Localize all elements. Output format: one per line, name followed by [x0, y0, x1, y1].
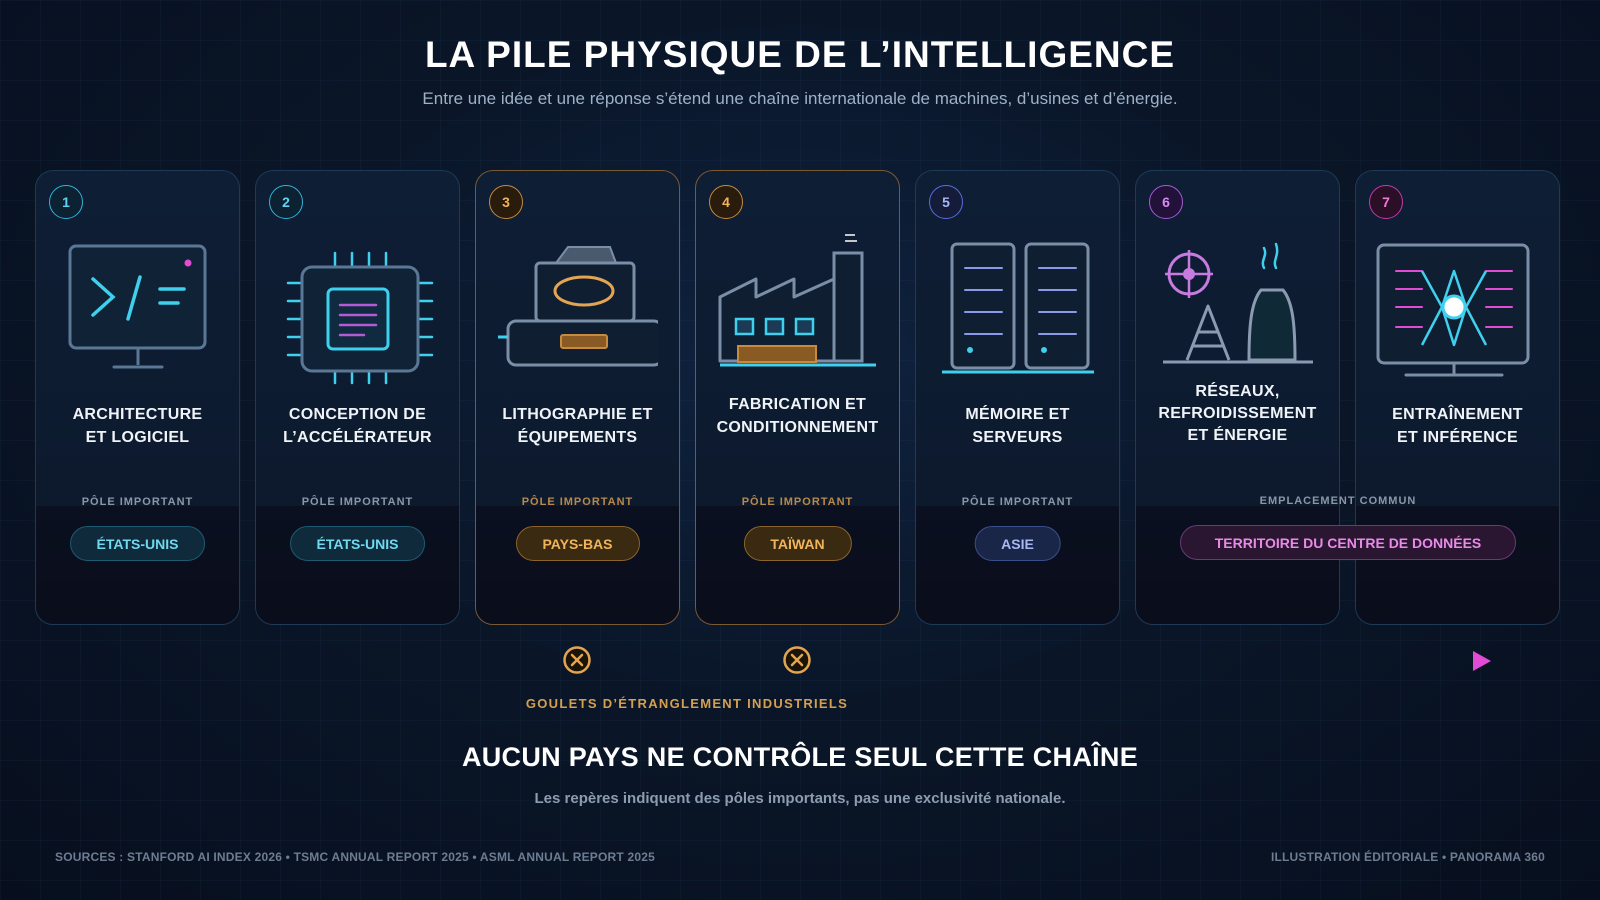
neural-monitor-icon	[1376, 243, 1530, 377]
pole-pill-datacenter-territory: TERRITOIRE DU CENTRE DE DONNÉES	[1180, 525, 1516, 560]
conclusion-headline: AUCUN PAYS NE CONTRÔLE SEUL CETTE CHAÎNE	[461, 742, 1139, 772]
pole-pill-asia: ASIE	[974, 526, 1061, 561]
footer-sources: SOURCES : STANFORD AI INDEX 2026 • TSMC …	[55, 850, 655, 864]
card-title: RÉSEAUX, REFROIDISSEMENT ET ÉNERGIE	[1158, 383, 1317, 444]
footer-credit: ILLUSTRATION ÉDITORIALE • PANORAMA 360	[1270, 850, 1545, 864]
play-arrow-icon	[1473, 651, 1491, 671]
pole-label: PÔLE IMPORTANT	[741, 496, 854, 508]
card-title: CONCEPTION DE L’ACCÉLÉRATEUR	[283, 406, 432, 446]
stack-card-memory-servers: 5 MÉMOIRE ET SERVEURS PÔLE IMPORTANT ASI…	[915, 170, 1120, 625]
pole-label: PÔLE IMPORTANT	[521, 496, 634, 508]
card-title: FABRICATION ET CONDITIONNEMENT	[716, 396, 879, 436]
card-title: ARCHITECTURE ET LOGICIEL	[72, 406, 203, 446]
shared-location-label: EMPLACEMENT COMMUN	[1259, 495, 1417, 507]
pole-label: PÔLE IMPORTANT	[961, 496, 1074, 508]
page-title: LA PILE PHYSIQUE DE L’INTELLIGENCE	[424, 34, 1176, 75]
pole-pill-usa: ÉTATS-UNIS	[69, 526, 206, 561]
pole-label: PÔLE IMPORTANT	[301, 496, 414, 508]
card-title: ENTRAÎNEMENT ET INFÉRENCE	[1392, 406, 1523, 446]
bottleneck-label: GOULETS D’ÉTRANGLEMENT INDUSTRIELS	[525, 696, 849, 711]
factory-icon	[718, 234, 876, 367]
step-number-badge: 5	[929, 185, 963, 219]
code-monitor-icon	[68, 244, 207, 369]
server-rack-icon	[942, 242, 1094, 374]
step-number-badge: 7	[1369, 185, 1403, 219]
stack-card-lithography: 3 LITHOGRAPHIE ET ÉQUIPEMENTS PÔLE IMPOR…	[475, 170, 680, 625]
pole-pill-taiwan: TAÏWAN	[743, 526, 852, 561]
conclusion-note: Les repères indiquent des pôles importan…	[534, 790, 1066, 807]
page-subtitle: Entre une idée et une réponse s’étend un…	[422, 89, 1178, 108]
stack-card-architecture: 1 ARCHITECTURE ET LOGICIEL PÔLE IMPORTAN…	[35, 170, 240, 625]
stack-card-fabrication: 4 FABRICATION ET CONDITIONNEMENT PÔLE IM…	[695, 170, 900, 625]
chip-icon	[286, 251, 434, 385]
card-title: MÉMOIRE ET SERVEURS	[965, 406, 1070, 446]
step-number-badge: 1	[49, 185, 83, 219]
x-circle-icon	[563, 646, 591, 674]
pole-label: PÔLE IMPORTANT	[81, 496, 194, 508]
pole-pill-netherlands: PAYS-BAS	[515, 526, 640, 561]
power-cooling-icon	[1163, 242, 1313, 364]
step-number-badge: 4	[709, 185, 743, 219]
pole-pill-usa: ÉTATS-UNIS	[289, 526, 426, 561]
lithography-machine-icon	[498, 246, 658, 367]
card-title: LITHOGRAPHIE ET ÉQUIPEMENTS	[502, 406, 653, 446]
x-circle-icon	[783, 646, 811, 674]
stack-card-accelerator: 2 CONCEPTION DE L’ACCÉLÉRATEUR PÔLE IMPO…	[255, 170, 460, 625]
step-number-badge: 2	[269, 185, 303, 219]
step-number-badge: 3	[489, 185, 523, 219]
step-number-badge: 6	[1149, 185, 1183, 219]
